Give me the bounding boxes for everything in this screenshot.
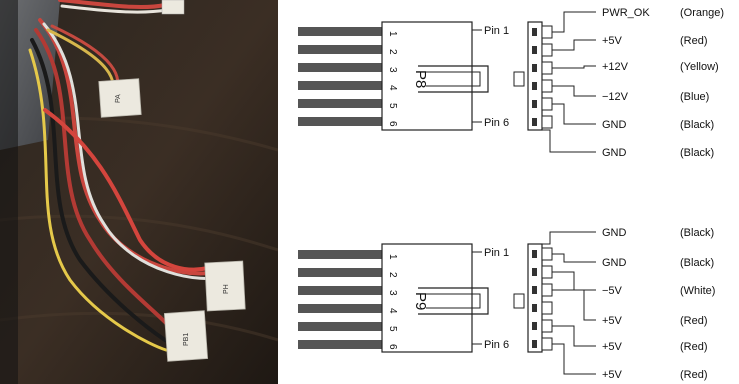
- pin-number: 5: [387, 326, 398, 332]
- pin-number: 1: [387, 254, 398, 260]
- pin-number: 2: [387, 272, 398, 278]
- wire-color: (Blue): [680, 91, 709, 103]
- wire-color: (Orange): [680, 7, 724, 19]
- p9-pin6-label: Pin 6: [484, 339, 509, 351]
- power-supply-cables-photo: PA PH PB1: [0, 0, 278, 384]
- pin-number: 1: [387, 31, 398, 37]
- wire-color: (Red): [680, 315, 708, 327]
- wire-color: (Red): [680, 341, 708, 353]
- p9-plug-body: [381, 243, 473, 353]
- p9-leader-lines: [542, 231, 596, 375]
- p8-leader-lines: [542, 11, 596, 153]
- wire-color: (Yellow): [680, 61, 719, 73]
- wire-color: (Black): [680, 257, 714, 269]
- pin-number: 6: [387, 121, 398, 127]
- connector-label-pb1: PB1: [183, 333, 190, 346]
- signal-name: +5V: [602, 315, 623, 327]
- p9-plug-label: P9: [412, 292, 429, 310]
- pin-number: 3: [387, 290, 398, 296]
- signal-name: −5V: [602, 285, 623, 297]
- p8-pin6-label: Pin 6: [484, 117, 509, 129]
- p8-plug-label: P8: [412, 70, 429, 88]
- signal-name: +5V: [602, 35, 623, 47]
- connector-p9: 1 2 3 4 5 6 P9 Pin 1 Pin 6: [298, 227, 715, 381]
- pin-number: 4: [387, 85, 398, 91]
- p8-pin-numbers: 1 2 3 4 5 6: [387, 31, 398, 127]
- pin-number: 4: [387, 308, 398, 314]
- wire-color: (Red): [680, 35, 708, 47]
- signal-name: GND: [602, 119, 627, 131]
- wire-color: (White): [680, 285, 715, 297]
- p9-latch: [418, 287, 489, 315]
- p9-pin-numbers: 1 2 3 4 5 6: [387, 254, 398, 350]
- signal-name: PWR_OK: [602, 7, 650, 19]
- pin-number: 5: [387, 103, 398, 109]
- pin-number: 3: [387, 67, 398, 73]
- connector-label-ph: PH: [223, 284, 230, 294]
- wire-color: (Black): [680, 227, 714, 239]
- signal-name: +5V: [602, 369, 623, 381]
- wire-color: (Red): [680, 369, 708, 381]
- signal-name: GND: [602, 257, 627, 269]
- p9-signal-labels: GND (Black) GND (Black) −5V (White) +5V …: [602, 227, 715, 381]
- pin-number: 2: [387, 49, 398, 55]
- signal-name: +5V: [602, 341, 623, 353]
- signal-name: GND: [602, 227, 627, 239]
- p8-wires: [298, 27, 398, 126]
- pin-number: 6: [387, 344, 398, 350]
- p8-header: [527, 21, 543, 131]
- signal-name: GND: [602, 147, 627, 159]
- p9-header: [527, 243, 543, 353]
- wire-color: (Black): [680, 119, 714, 131]
- signal-name: +12V: [602, 61, 629, 73]
- p8-signal-labels: PWR_OK (Orange) +5V (Red) +12V (Yellow) …: [602, 7, 724, 159]
- wire-color: (Black): [680, 147, 714, 159]
- p9-wires: [298, 250, 398, 349]
- p9-pin1-label: Pin 1: [484, 247, 509, 259]
- p8-latch: [418, 65, 489, 93]
- pinout-diagram: 1 2 3 4 5 6 P8 Pin 1 Pin 6: [298, 7, 724, 381]
- signal-name: −12V: [602, 91, 629, 103]
- p8-plug-body: [381, 21, 473, 131]
- p8-pin1-label: Pin 1: [484, 25, 509, 37]
- connector-label-pa: PA: [115, 94, 123, 104]
- connector-p8: 1 2 3 4 5 6 P8 Pin 1 Pin 6: [298, 7, 724, 159]
